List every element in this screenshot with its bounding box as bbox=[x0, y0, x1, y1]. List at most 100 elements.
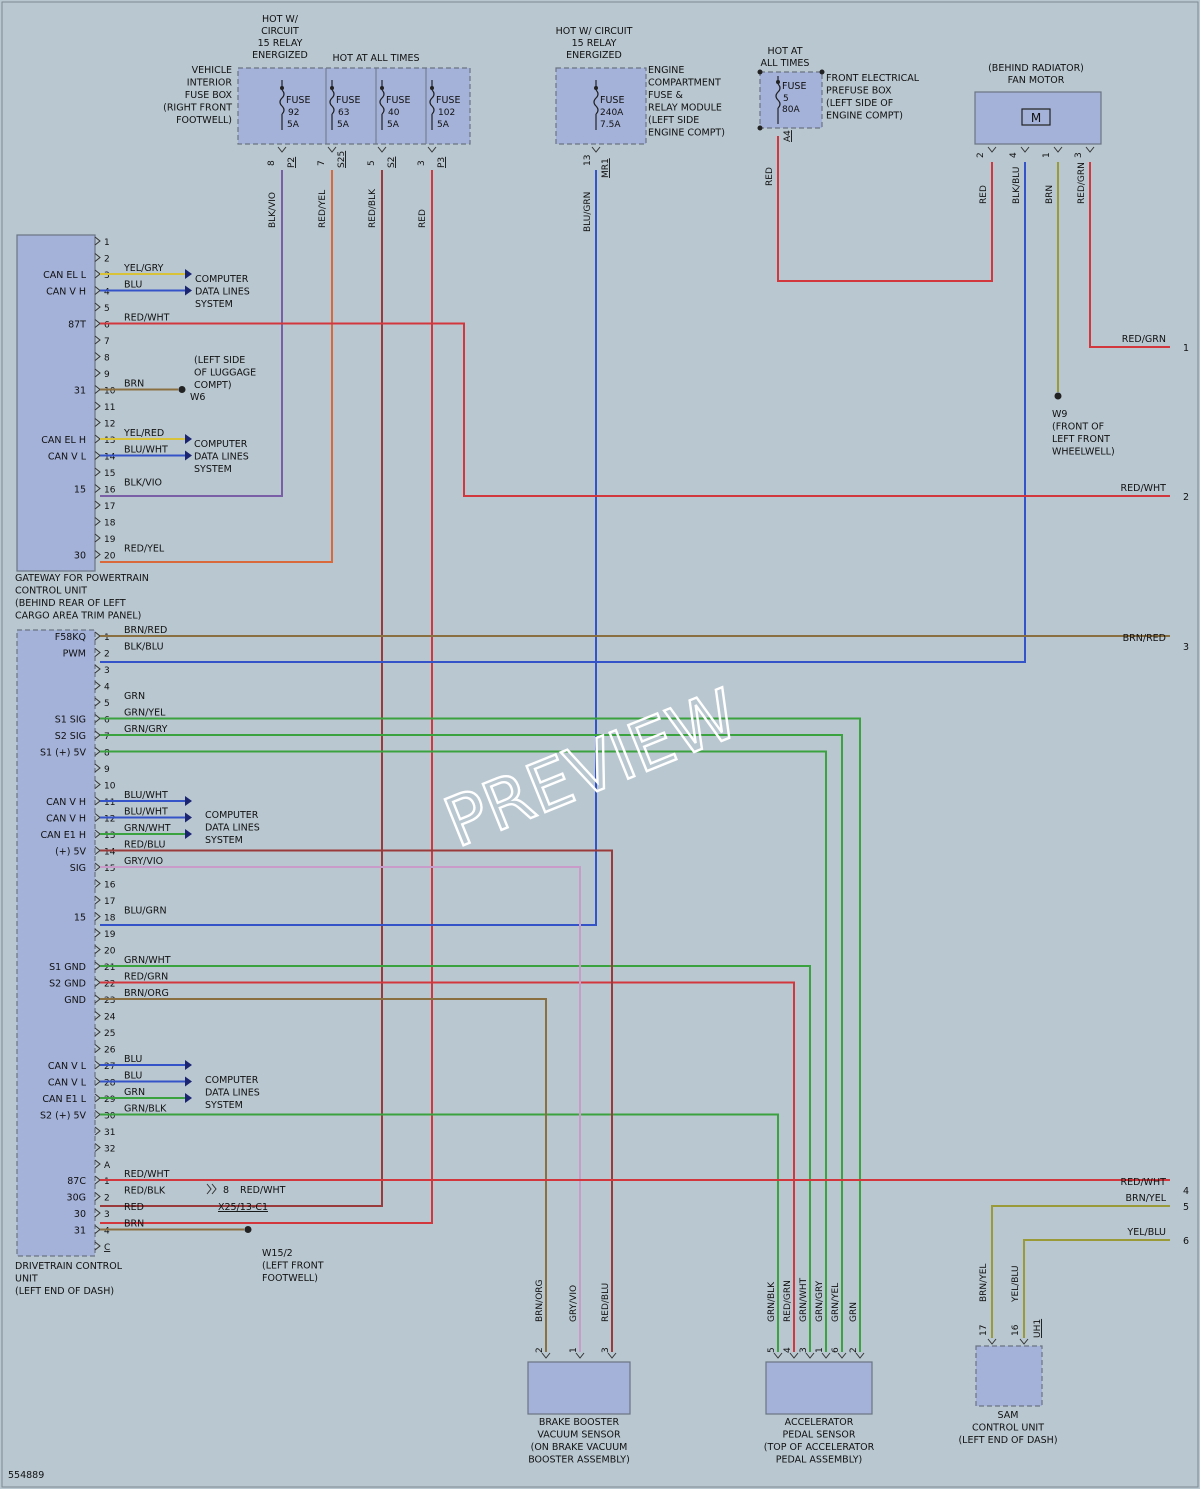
wire-label: RED/BLU bbox=[601, 1283, 611, 1322]
pin-chevron bbox=[94, 862, 101, 872]
pin-chevron bbox=[94, 697, 101, 707]
wire-label: YEL/BLU bbox=[1126, 1227, 1166, 1238]
cdl-label: DATA LINES bbox=[205, 1088, 260, 1099]
ground-label: FOOTWELL) bbox=[262, 1273, 318, 1284]
signal-label: 87C bbox=[67, 1176, 86, 1187]
fuse-node bbox=[380, 86, 384, 90]
pin-number: 14 bbox=[104, 848, 116, 858]
fuse-node bbox=[330, 86, 334, 90]
wire-red-grn bbox=[100, 981, 795, 1352]
pin-chevron bbox=[377, 146, 387, 153]
wire-label: GRN bbox=[849, 1302, 859, 1322]
pin-chevron bbox=[94, 401, 101, 411]
cdl-label: SYSTEM bbox=[194, 464, 232, 475]
wire-label: GRN/WHT bbox=[124, 823, 171, 834]
wire-label: BLK/BLU bbox=[1012, 167, 1022, 204]
pin-chevron bbox=[94, 236, 101, 246]
fuse-amp: 5A bbox=[287, 120, 300, 130]
pin-chevron bbox=[821, 1352, 831, 1359]
pin-chevron bbox=[94, 1077, 101, 1086]
wire-label: RED/GRN bbox=[1077, 162, 1087, 204]
offpage-number: 5 bbox=[1183, 1202, 1189, 1213]
pin-number: 1 bbox=[569, 1347, 579, 1353]
fuse-icon bbox=[279, 89, 285, 115]
pin-number: 4 bbox=[1009, 152, 1019, 158]
pin-number: 8 bbox=[104, 354, 110, 364]
pin-number: 16 bbox=[104, 486, 116, 496]
pin-chevron bbox=[427, 146, 437, 153]
diagram-id: 554889 bbox=[8, 1470, 44, 1481]
ground-label: W15/2 bbox=[262, 1248, 293, 1259]
pin-chevron bbox=[94, 253, 101, 262]
wire-label: GRY/VIO bbox=[124, 856, 163, 867]
supply-header: ALL TIMES bbox=[761, 58, 810, 69]
cdl-label: SYSTEM bbox=[205, 1100, 243, 1111]
pin-chevron bbox=[805, 1352, 815, 1359]
pin-number: 16 bbox=[1011, 1324, 1021, 1336]
motor-icon bbox=[1021, 108, 1051, 126]
pin-number: 17 bbox=[104, 897, 115, 907]
wire-label: BRN/RED bbox=[124, 625, 167, 636]
pin-chevron bbox=[94, 961, 101, 971]
fuse-node bbox=[430, 86, 434, 90]
wire-label: RED/BLK bbox=[368, 188, 378, 228]
arrow-icon bbox=[185, 796, 192, 806]
fuse-amp: 7.5A bbox=[600, 120, 621, 130]
sam-label: SAM bbox=[998, 1410, 1019, 1421]
wire-red-yel bbox=[100, 170, 333, 563]
sam-label: (LEFT END OF DASH) bbox=[958, 1435, 1057, 1446]
pin-number: 3 bbox=[104, 271, 110, 281]
wire-label: YEL/GRY bbox=[123, 263, 164, 274]
pin-chevron bbox=[94, 484, 101, 493]
pin-chevron bbox=[94, 385, 101, 394]
wire-label: YEL/BLU bbox=[1011, 1265, 1021, 1303]
pin-number: 16 bbox=[104, 881, 116, 891]
pin-number: 11 bbox=[104, 403, 115, 413]
pin-chevron bbox=[94, 780, 101, 789]
fuse-icon bbox=[775, 83, 781, 109]
pin-number: 5 bbox=[104, 304, 110, 314]
supply-header: HOT W/ CIRCUIT bbox=[556, 26, 633, 37]
pin-chevron bbox=[94, 533, 101, 543]
pin-number: 8 bbox=[104, 749, 110, 759]
pin-chevron bbox=[94, 451, 101, 460]
pin-chevron bbox=[1085, 146, 1095, 153]
wire-red-wht bbox=[100, 322, 1170, 497]
pin-number: 3 bbox=[417, 160, 427, 166]
wire-label: BRN/YEL bbox=[1125, 1193, 1166, 1204]
wire-label: BRN/ORG bbox=[535, 1279, 545, 1322]
pin-number: 1 bbox=[104, 633, 110, 643]
signal-label: CAN V L bbox=[48, 1078, 87, 1089]
wire-label: GRN/YEL bbox=[831, 1283, 841, 1322]
wire-label: BLU/WHT bbox=[124, 807, 168, 818]
pin-number: A bbox=[104, 1161, 111, 1171]
supply-header: ENERGIZED bbox=[566, 50, 622, 61]
wire-grn-blk bbox=[100, 1113, 779, 1352]
pin-number: 7 bbox=[104, 732, 110, 742]
pin-number: 4 bbox=[104, 1227, 110, 1237]
wire-red-fan bbox=[777, 136, 993, 282]
pin-chevron bbox=[94, 747, 101, 756]
supply-header: 15 RELAY bbox=[258, 38, 303, 49]
fuse-name: FUSE bbox=[336, 95, 360, 106]
pin-number: 2 bbox=[535, 1347, 545, 1353]
wire-label: BLK/BLU bbox=[124, 642, 164, 653]
pin-chevron bbox=[94, 664, 101, 674]
pin-number: 6 bbox=[104, 321, 110, 331]
pin-number: 15 bbox=[104, 864, 115, 874]
fuse-name: FUSE bbox=[286, 95, 310, 106]
pin-chevron bbox=[94, 994, 101, 1004]
wire-red-blk bbox=[100, 170, 383, 1207]
pin-number: 19 bbox=[104, 535, 116, 545]
arrow-icon bbox=[185, 1076, 192, 1087]
terminal-id: S25 bbox=[337, 151, 347, 168]
pin-number: 3 bbox=[601, 1347, 611, 1353]
pin-number: 23 bbox=[104, 996, 115, 1006]
wire-label: RED/WHT bbox=[1121, 1177, 1167, 1188]
wire-brn-yel bbox=[991, 1205, 1170, 1338]
wire-label: RED/WHT bbox=[124, 313, 170, 324]
signal-label: CAN V H bbox=[46, 814, 86, 825]
pin-chevron bbox=[94, 1159, 101, 1169]
sam-label: CONTROL UNIT bbox=[972, 1423, 1044, 1434]
wire-label: RED/YEL bbox=[124, 544, 165, 555]
